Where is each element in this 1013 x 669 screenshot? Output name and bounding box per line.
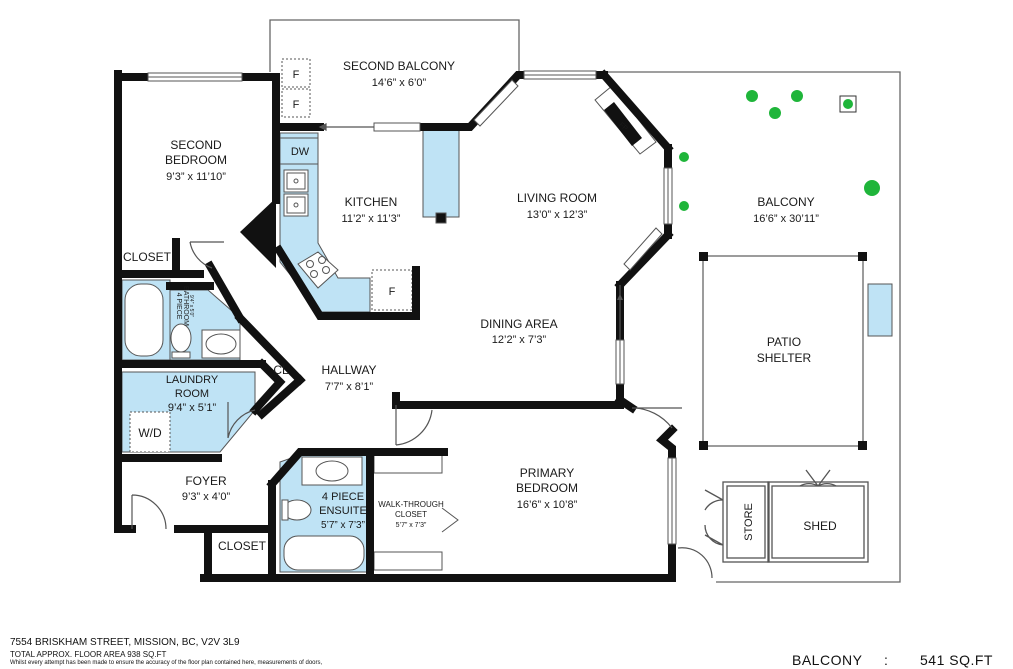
primary-bedroom-name-2: BEDROOM bbox=[516, 481, 578, 495]
patio-shelter-name-1: PATIO bbox=[767, 335, 801, 349]
second-balcony-dims: 14’6” x 6’0” bbox=[372, 77, 427, 89]
arrow-up bbox=[617, 294, 623, 300]
closet-lower-name: CLOSET bbox=[218, 539, 267, 553]
second-bedroom-name-2: BEDROOM bbox=[165, 153, 227, 167]
living-room-name: LIVING ROOM bbox=[517, 191, 597, 205]
wd-name: W/D bbox=[138, 426, 162, 440]
kitchen-details bbox=[279, 58, 413, 311]
bathroom-name-2: BATHROOM bbox=[182, 286, 189, 326]
kitchen-dims: 11’2” x 11’3” bbox=[342, 213, 401, 225]
balcony-name: BALCONY bbox=[757, 195, 814, 209]
balcony-area-label: BALCONY bbox=[792, 652, 863, 668]
store-name: STORE bbox=[743, 503, 755, 541]
walk-closet-dims: 5’7” x 7’3” bbox=[396, 522, 427, 529]
patio-shelter-name-2: SHELTER bbox=[757, 351, 812, 365]
second-balcony-name: SECOND BALCONY bbox=[343, 59, 455, 73]
foyer-name: FOYER bbox=[185, 474, 227, 488]
dw-label: DW bbox=[291, 146, 310, 158]
balcony-dims: 16’6” x 30’11” bbox=[753, 213, 819, 225]
walls bbox=[114, 69, 678, 582]
balcony-area-value: 541 SQ.FT bbox=[920, 652, 993, 668]
shed-name: SHED bbox=[803, 519, 837, 533]
f-label-3: F bbox=[389, 286, 396, 298]
balcony-area-sep: : bbox=[884, 652, 888, 668]
bathroom-dims: 9’4” x 5’0” bbox=[188, 295, 194, 317]
hallway-dims: 7’7” x 8’1” bbox=[325, 381, 374, 393]
walk-closet-name-2: CLOSET bbox=[395, 510, 427, 519]
ensuite-name-2: ENSUITE bbox=[319, 505, 367, 517]
patio-shelter bbox=[699, 252, 867, 450]
kitchen-name: KITCHEN bbox=[345, 195, 398, 209]
laundry-name-2: ROOM bbox=[175, 388, 209, 400]
ensuite-name-1: 4 PIECE bbox=[322, 491, 364, 503]
doors bbox=[131, 123, 713, 579]
f-label-1: F bbox=[293, 69, 300, 81]
bathroom-details bbox=[124, 283, 241, 453]
second-bedroom-name-1: SECOND bbox=[170, 138, 222, 152]
hallway-name: HALLWAY bbox=[321, 363, 376, 377]
closet-upper-name: CLOSET bbox=[123, 250, 172, 264]
total-area-text: TOTAL APPROX. FLOOR AREA 938 SQ.FT bbox=[10, 650, 167, 659]
second-balcony-outline bbox=[269, 19, 520, 72]
fp-label: FP bbox=[617, 122, 629, 133]
wall-corner bbox=[240, 198, 276, 268]
windows bbox=[147, 70, 677, 545]
ensuite-details bbox=[281, 456, 365, 571]
laundry-dims: 9’4” x 5’1” bbox=[168, 402, 217, 414]
f-label-2: F bbox=[293, 99, 300, 111]
living-room-dims: 13’0” x 12’3” bbox=[527, 209, 588, 221]
dining-area-name: DINING AREA bbox=[480, 317, 557, 331]
ensuite-dims: 5’7” x 7’3” bbox=[321, 520, 365, 531]
address-text: 7554 BRISKHAM STREET, MISSION, BC, V2V 3… bbox=[10, 637, 240, 648]
balcony-outline bbox=[604, 71, 901, 583]
primary-bedroom-dims: 16’6” x 10’8” bbox=[517, 499, 578, 511]
walk-closet-name-1: WALK-THROUGH bbox=[378, 500, 444, 509]
store-shed bbox=[704, 469, 869, 563]
foyer-dims: 9’3” x 4’0” bbox=[182, 491, 231, 503]
balcony-plants bbox=[679, 90, 880, 211]
laundry-name-1: LAUNDRY bbox=[166, 374, 219, 386]
bathroom-name-1: 4 PIECE bbox=[175, 293, 182, 320]
second-bedroom-dims: 9’3” x 11’10” bbox=[166, 171, 226, 183]
cl-name: CL bbox=[273, 363, 289, 377]
dining-area-dims: 12’2” x 7’3” bbox=[492, 334, 547, 346]
fireplace bbox=[594, 85, 657, 155]
room-labels: SECOND BALCONY 14’6” x 6’0” SECOND BEDRO… bbox=[123, 59, 837, 553]
disclaimer-text: Whilst every attempt has been made to en… bbox=[10, 660, 323, 666]
primary-bedroom-name-1: PRIMARY bbox=[520, 466, 574, 480]
